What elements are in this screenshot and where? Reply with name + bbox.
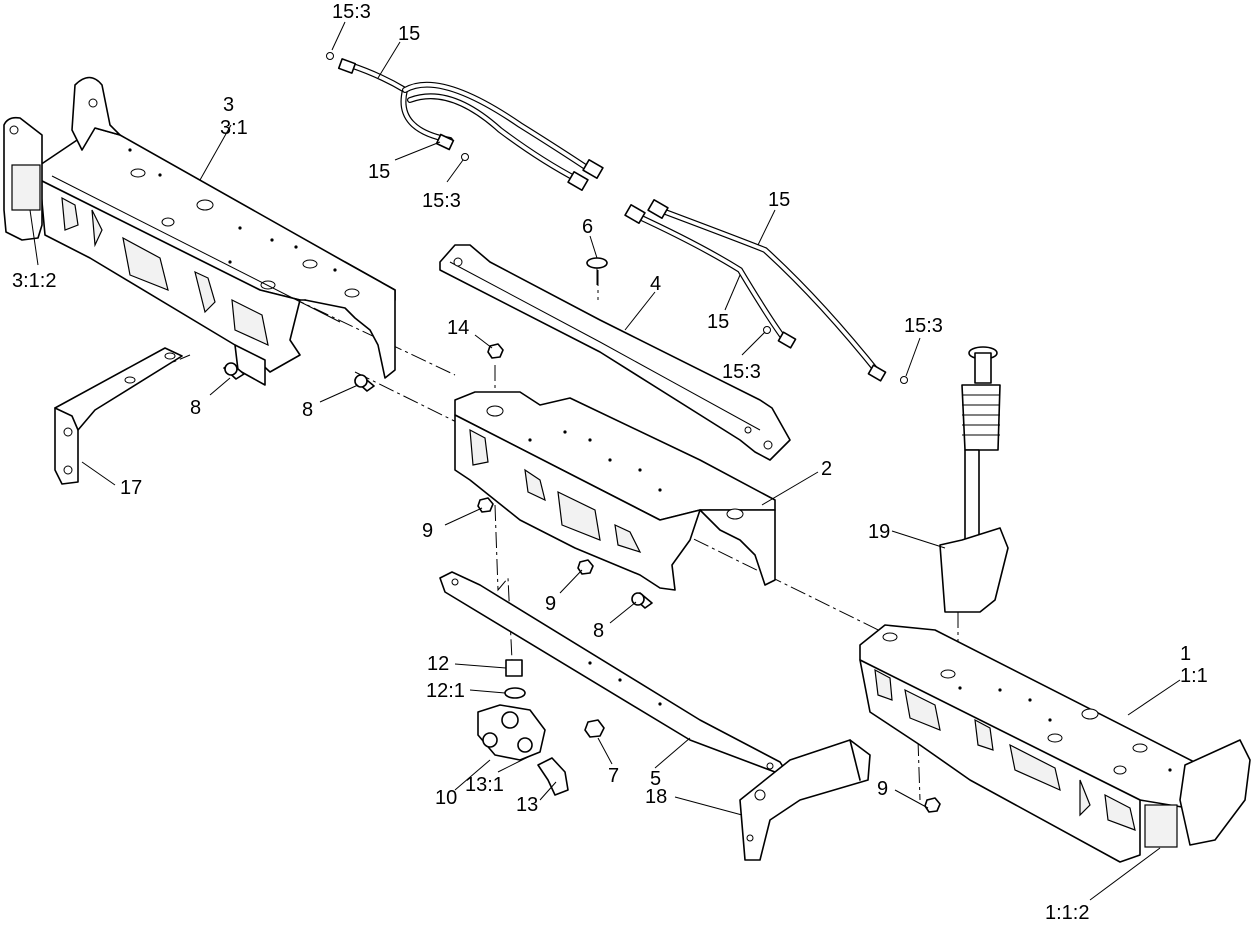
callout-15-3: 15:3 [332, 1, 371, 23]
callout-13: 13 [516, 794, 538, 816]
callout-3: 3 [223, 94, 234, 116]
bracket-part-18 [739, 739, 871, 861]
callout-7: 7 [608, 765, 619, 787]
callout-8: 8 [302, 399, 313, 421]
callout-15-3: 15:3 [904, 315, 943, 337]
callout-10: 10 [435, 787, 457, 809]
steering-column-part-19 [939, 346, 1009, 613]
callout-labels: 15:3 15 15 15:3 3 3:1 3:1:2 6 4 15 15 15… [12, 1, 1208, 924]
callout-1-1: 1:1 [1180, 665, 1208, 687]
callout-2: 2 [821, 458, 832, 480]
nut-part-7 [584, 719, 605, 738]
callout-17: 17 [120, 477, 142, 499]
callout-15: 15 [368, 161, 390, 183]
leader-lines [29, 21, 1181, 901]
callout-5: 5 [650, 768, 661, 790]
callout-4: 4 [650, 273, 661, 295]
right-frame-rail-part-1 [859, 624, 1251, 863]
callout-9: 9 [422, 520, 433, 542]
left-frame-rail-part-3 [3, 76, 396, 386]
callout-15: 15 [398, 23, 420, 45]
callout-13-1: 13:1 [465, 774, 504, 796]
callout-8: 8 [593, 620, 604, 642]
nut-part-9-c [924, 797, 941, 813]
callout-19: 19 [868, 521, 890, 543]
callout-3-1-2: 3:1:2 [12, 270, 56, 292]
angle-bracket-part-4 [439, 244, 791, 461]
callout-9: 9 [877, 778, 888, 800]
valve-assembly-part-10 [477, 704, 546, 761]
hydraulic-hoses-right-part-15 [624, 199, 908, 384]
nut-part-9-a [477, 497, 494, 513]
callout-8: 8 [190, 397, 201, 419]
washer-part-12-1 [504, 687, 526, 699]
callout-14: 14 [447, 317, 469, 339]
bolt-part-8-b [354, 374, 375, 392]
callout-15-3: 15:3 [422, 190, 461, 212]
bolt-part-8-c [631, 592, 653, 609]
callout-9: 9 [545, 593, 556, 615]
callout-1-1-2: 1:1:2 [1045, 902, 1089, 924]
callout-15: 15 [768, 189, 790, 211]
callout-18: 18 [645, 786, 667, 808]
elbow-fitting-part-13 [537, 757, 569, 796]
center-frame-part-2 [454, 391, 776, 591]
callout-1: 1 [1180, 643, 1191, 665]
callout-12: 12 [427, 653, 449, 675]
bracket-part-17 [54, 347, 183, 485]
callout-3-1: 3:1 [220, 117, 248, 139]
pin-part-6 [586, 257, 608, 285]
callout-15-3: 15:3 [722, 361, 761, 383]
fitting-part-12 [505, 659, 523, 677]
callout-15: 15 [707, 311, 729, 333]
callout-6: 6 [582, 216, 593, 238]
callout-12-1: 12:1 [426, 680, 465, 702]
hydraulic-hoses-upper-part-15 [326, 52, 604, 191]
bolt-part-8-a [223, 362, 245, 380]
